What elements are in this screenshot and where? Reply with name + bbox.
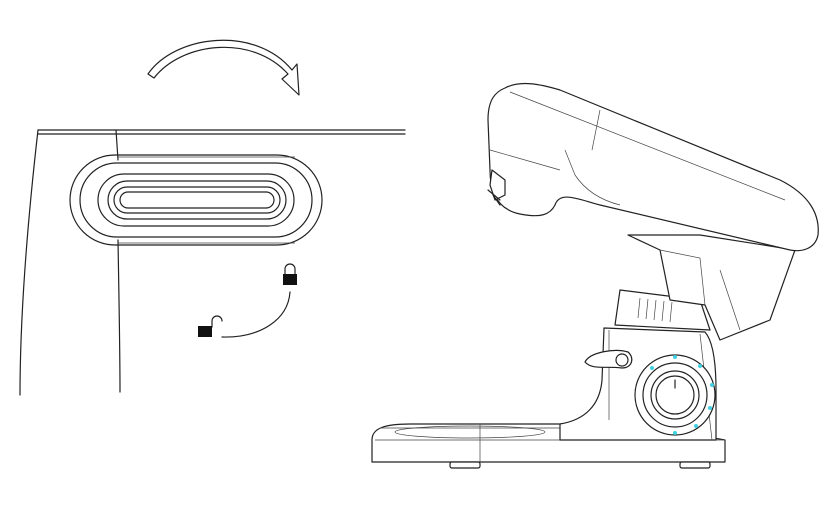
- housing-seam: [115, 129, 121, 393]
- lock-closed-icon: [283, 263, 297, 285]
- lock-direction-curve: [221, 291, 291, 338]
- housing-top-edge: [37, 129, 406, 135]
- mixer-head: [487, 82, 819, 252]
- speed-markers: [650, 355, 714, 435]
- lock-open-icon: [198, 315, 223, 337]
- motor-body: [627, 234, 796, 341]
- head-lock-detail: [19, 39, 406, 396]
- attachment-hub: [489, 169, 506, 201]
- speed-dial[interactable]: [634, 354, 716, 436]
- housing-left-edge: [19, 129, 39, 396]
- foot: [679, 461, 711, 469]
- rotation-arrow-icon: [147, 39, 300, 96]
- lock-slot: [69, 154, 323, 246]
- foot: [449, 461, 481, 469]
- stand-mixer: [371, 82, 819, 469]
